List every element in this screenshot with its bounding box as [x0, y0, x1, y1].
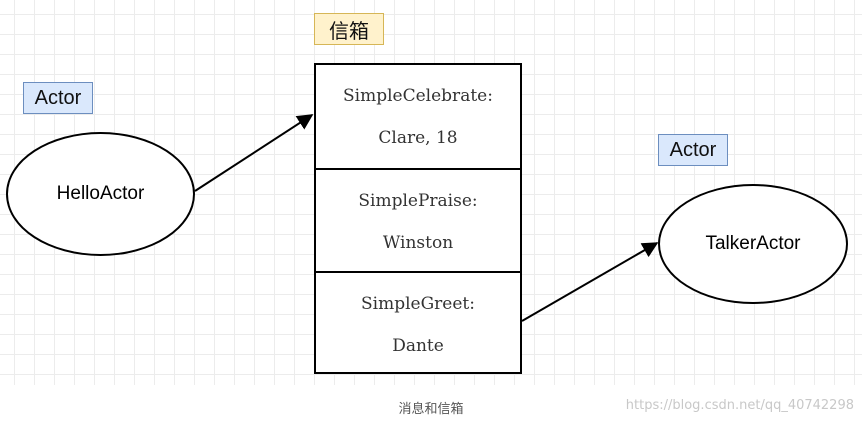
- deliver-arrow: [521, 242, 659, 322]
- mailbox-queue: SimpleCelebrate: Clare, 18 SimplePraise:…: [314, 63, 522, 374]
- mailbox-tag-label: 信箱: [329, 20, 369, 43]
- message-slot: SimpleCelebrate: Clare, 18: [316, 65, 520, 168]
- actor-tag-right-label: Actor: [669, 138, 717, 161]
- message-type: SimplePraise:: [358, 190, 478, 211]
- actor-tag-left: Actor: [23, 82, 93, 114]
- message-payload: Clare, 18: [378, 127, 458, 148]
- sender-actor-label: HelloActor: [56, 183, 145, 204]
- actor-tag-left-label: Actor: [34, 86, 82, 109]
- receiver-actor-label: TalkerActor: [705, 233, 801, 254]
- arrows-layer: [194, 114, 659, 322]
- message-payload: Winston: [382, 232, 454, 253]
- figure-caption: 消息和信箱: [398, 402, 464, 417]
- message-type: SimpleCelebrate:: [343, 85, 493, 106]
- message-slot: SimplePraise: Winston: [316, 168, 520, 273]
- mailbox-tag: 信箱: [314, 13, 384, 45]
- watermark: https://blog.csdn.net/qq_40742298: [625, 398, 854, 413]
- message-slot: SimpleGreet: Dante: [316, 271, 520, 376]
- actor-tag-right: Actor: [658, 134, 728, 166]
- message-type: SimpleGreet:: [361, 293, 475, 314]
- sender-actor-node: HelloActor: [6, 132, 195, 256]
- receiver-actor-node: TalkerActor: [658, 184, 848, 304]
- message-payload: Dante: [392, 335, 444, 356]
- send-arrow: [194, 114, 314, 192]
- diagram-canvas: 信箱 Actor Actor HelloActor TalkerActor Si…: [0, 0, 862, 385]
